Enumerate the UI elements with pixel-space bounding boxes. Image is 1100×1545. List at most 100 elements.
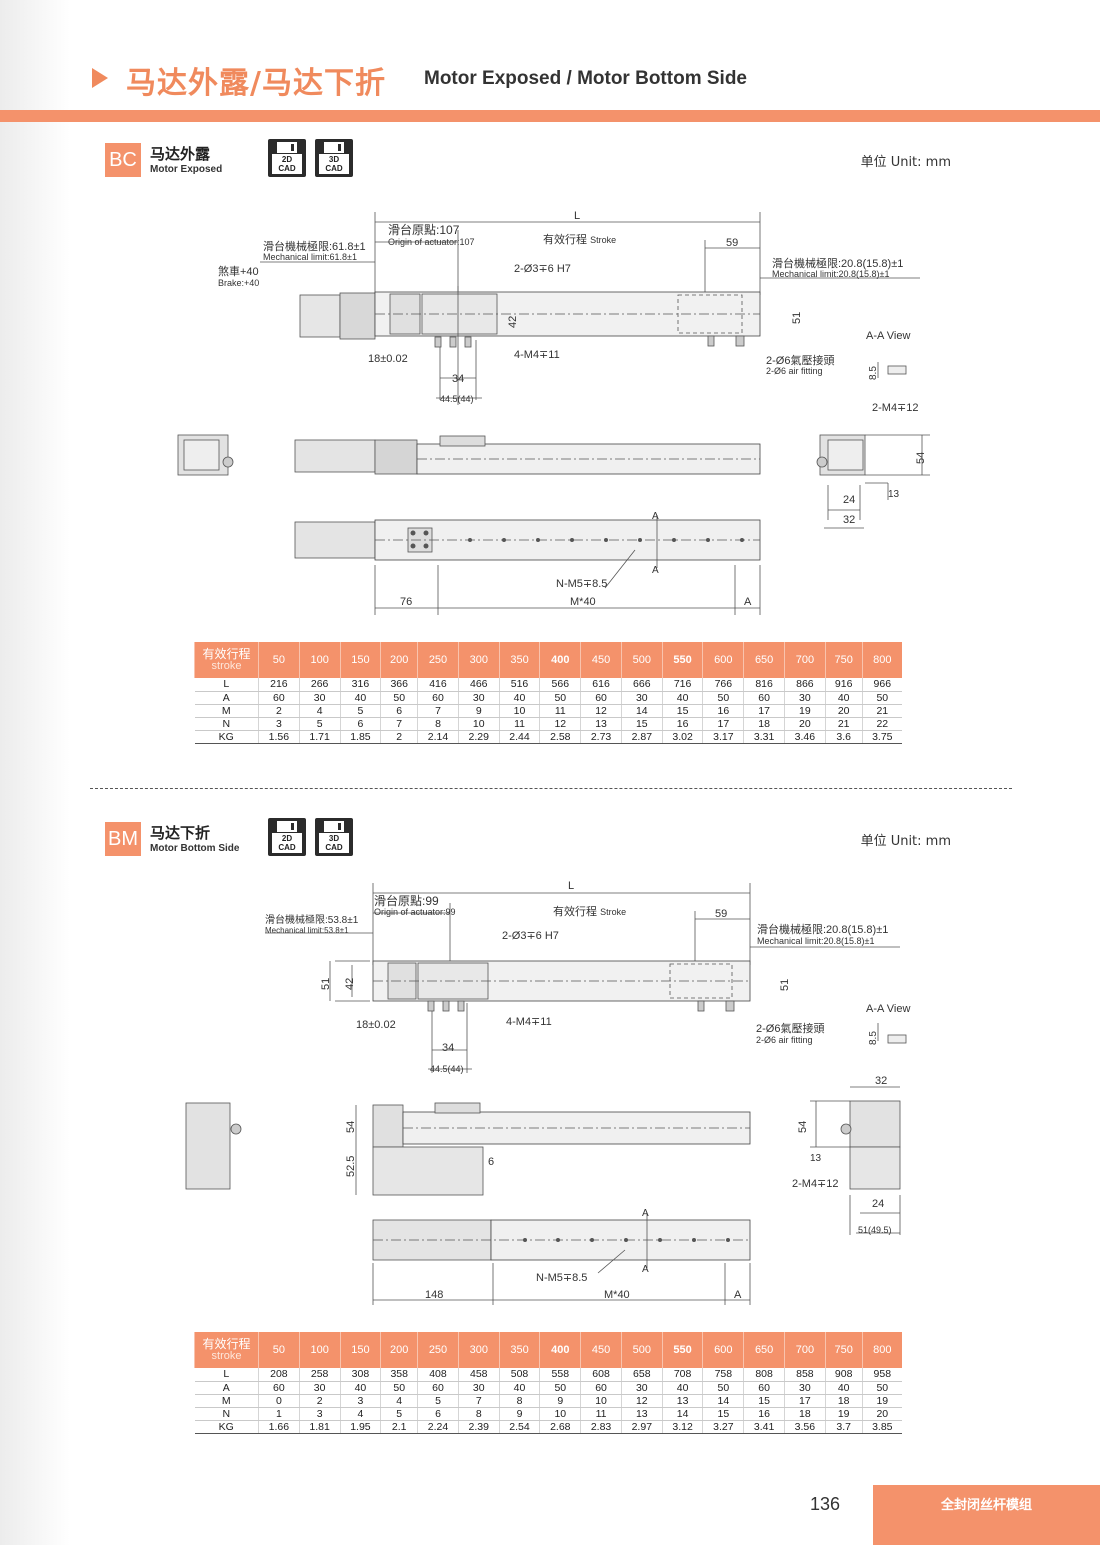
svg-text:2-Ø6氣壓接頭: 2-Ø6氣壓接頭: [766, 353, 834, 367]
table-cell: 1.66: [258, 1420, 300, 1434]
bc-technical-drawing: L 滑台原點:107 Origin of actuator:107 有效行程 S…: [177, 210, 930, 615]
svg-text:Mechanical limit:53.8±1: Mechanical limit:53.8±1: [265, 926, 349, 935]
table-cell: 30: [620, 1381, 663, 1395]
svg-text:2-Ø3∓6 H7: 2-Ø3∓6 H7: [502, 930, 559, 942]
table-cell: 12: [620, 1394, 663, 1408]
table-cell: 40: [661, 691, 703, 705]
table-cell: 30: [457, 1381, 500, 1395]
svg-text:A: A: [642, 1264, 649, 1275]
table-head-cell: 600: [702, 1332, 744, 1368]
table-cell: 60: [417, 691, 459, 705]
table-cell: 3.75: [861, 730, 902, 744]
table-cell: 19: [861, 1394, 902, 1408]
table-cell: 2.1: [380, 1420, 418, 1434]
table-cell: 16: [702, 704, 744, 718]
table-cell: 2.68: [539, 1420, 581, 1434]
svg-text:51: 51: [791, 312, 803, 324]
table-head-cell: 650: [743, 1332, 785, 1368]
table-cell: 2.58: [539, 730, 581, 744]
table-cell: 3.56: [784, 1420, 826, 1434]
section-title-cn: 马达外露: [150, 145, 211, 163]
table-head-cell: 350: [498, 642, 540, 678]
table-cell: 9: [457, 704, 500, 718]
table-head-cell: 700: [784, 642, 826, 678]
table-cell: 6: [339, 717, 381, 731]
svg-text:滑台機械極限:61.8±1: 滑台機械極限:61.8±1: [263, 239, 366, 253]
table-cell: 60: [743, 1381, 785, 1395]
svg-text:Origin of actuator:99: Origin of actuator:99: [374, 907, 456, 917]
table-cell: 2.83: [580, 1420, 622, 1434]
table-cell: 15: [702, 1407, 744, 1421]
row-label: KG: [194, 1420, 259, 1434]
svg-text:煞車+40: 煞車+40: [218, 264, 259, 278]
table-cell: 758: [702, 1368, 744, 1382]
svg-text:N-M5∓8.5: N-M5∓8.5: [536, 1272, 587, 1284]
table-cell: 616: [580, 678, 622, 692]
section-title-en: Motor Exposed: [150, 164, 223, 175]
table-cell: 1: [258, 1407, 300, 1421]
svg-text:54: 54: [915, 452, 927, 464]
table-head-cell: 100: [298, 642, 341, 678]
page-title-cn: 马达外露/马达下折: [126, 66, 386, 101]
table-cell: 916: [824, 678, 863, 692]
table-head-cell: 650: [743, 642, 785, 678]
svg-text:32: 32: [875, 1075, 887, 1087]
table-cell: 5: [380, 1407, 418, 1421]
svg-text:2-M4∓12: 2-M4∓12: [872, 402, 919, 414]
svg-text:A-A View: A-A View: [866, 330, 910, 342]
table-cell: 60: [258, 691, 300, 705]
section-divider: [90, 788, 1012, 789]
svg-text:148: 148: [425, 1289, 443, 1301]
table-cell: 366: [380, 678, 418, 692]
svg-text:42: 42: [344, 978, 356, 990]
dim-L: L: [574, 210, 580, 222]
svg-text:76: 76: [400, 596, 412, 608]
table-cell: 7: [380, 717, 418, 731]
page-number: 136: [810, 1494, 841, 1514]
table-cell: 17: [702, 717, 744, 731]
table-cell: 30: [298, 691, 341, 705]
svg-text:6: 6: [488, 1156, 494, 1168]
svg-text:54: 54: [797, 1121, 809, 1133]
table-cell: 6: [417, 1407, 459, 1421]
svg-text:13: 13: [888, 489, 900, 500]
table-cell: 15: [620, 717, 663, 731]
table-cell: 10: [580, 1394, 622, 1408]
table-head-cell: 450: [580, 642, 622, 678]
unit-label: 单位 Unit: mm: [860, 834, 951, 849]
table-cell: 50: [380, 1381, 418, 1395]
svg-text:滑台原點:99: 滑台原點:99: [374, 893, 439, 908]
table-head-cell: 750: [824, 1332, 863, 1368]
section-code-badge: BC: [105, 143, 141, 177]
table-cell: 4: [298, 704, 341, 718]
table-cell: 10: [498, 704, 540, 718]
table-cell: 40: [824, 1381, 863, 1395]
row-label: N: [194, 717, 259, 731]
table-cell: 1.81: [298, 1420, 341, 1434]
table-cell: 16: [743, 1407, 785, 1421]
table-cell: 7: [457, 1394, 500, 1408]
table-cell: 14: [702, 1394, 744, 1408]
table-cell: 3: [339, 1394, 381, 1408]
svg-text:59: 59: [726, 237, 738, 249]
svg-text:滑台原點:107: 滑台原點:107: [388, 222, 460, 237]
svg-text:有效行程 Stroke: 有效行程 Stroke: [553, 904, 626, 918]
table-cell: 3.31: [743, 730, 785, 744]
table-cell: 18: [824, 1394, 863, 1408]
svg-text:A: A: [652, 511, 659, 522]
table-head-cell: 400: [539, 1332, 581, 1368]
svg-text:A: A: [642, 1208, 649, 1219]
row-label: M: [194, 1394, 259, 1408]
table-cell: 11: [539, 704, 581, 718]
table-cell: 358: [380, 1368, 418, 1382]
table-cell: 208: [258, 1368, 300, 1382]
